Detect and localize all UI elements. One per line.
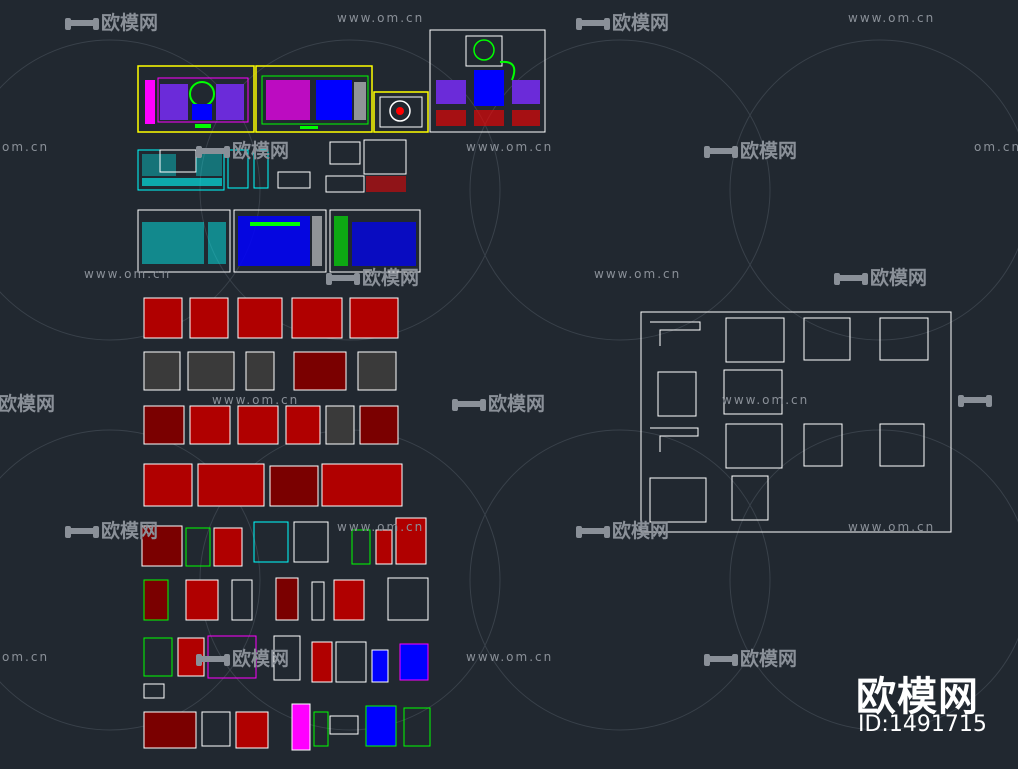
watermark-brand: 欧模网 (65, 8, 158, 35)
sofa-icon (196, 146, 230, 158)
watermark-brand: 欧模网 (704, 136, 797, 163)
watermark-brand: 欧模网 (576, 8, 669, 35)
sofa-icon (958, 395, 992, 407)
sofa-icon (326, 273, 360, 285)
watermark-site: om.cn (974, 140, 1018, 154)
watermark-site: www.om.cn (722, 393, 810, 407)
watermark-site: www.om.cn (466, 650, 554, 664)
watermark-site: www.om.cn (212, 393, 300, 407)
watermark-site: www.om.cn (337, 520, 425, 534)
brand-logo: 欧模网 (856, 674, 979, 720)
watermark-site: www.om.cn (337, 11, 425, 25)
watermark-brand: 欧模网 (196, 644, 289, 671)
sofa-icon (704, 654, 738, 666)
asset-id-label: ID:1491715 (858, 712, 987, 737)
watermark-site: www.om.cn (466, 140, 554, 154)
watermark-brand: 欧模网 (452, 389, 545, 416)
cabinet-sheet-row[interactable] (137, 209, 421, 273)
watermark-site: om.cn (2, 650, 50, 664)
watermark-brand: 欧模网 (576, 516, 669, 543)
watermark-brand: 欧模网 (326, 263, 419, 290)
sofa-icon (196, 654, 230, 666)
watermark-site: om.cn (2, 140, 50, 154)
sofa-icon (576, 526, 610, 538)
watermark-brand (958, 389, 994, 411)
watermark-brand: 欧模网 (0, 393, 56, 415)
sofa-icon (576, 18, 610, 30)
sofa-icon (65, 18, 99, 30)
watermark-brand: 欧模网 (704, 644, 797, 671)
sofa-icon (452, 399, 486, 411)
cyan-sheet-row[interactable] (137, 139, 407, 193)
sofa-icon (834, 273, 868, 285)
watermark-brand: 欧模网 (834, 263, 927, 290)
watermark-brand: 欧模网 (65, 516, 158, 543)
sofa-icon (65, 526, 99, 538)
red-elevation-grid[interactable] (143, 297, 403, 507)
sofa-icon (704, 146, 738, 158)
top-sheet-row[interactable] (137, 29, 546, 133)
watermark-site: www.om.cn (848, 11, 936, 25)
right-detail-sheet[interactable] (640, 311, 952, 533)
watermark-site: www.om.cn (594, 267, 682, 281)
wardrobe-elevation-rows[interactable] (141, 517, 431, 751)
watermark-site: www.om.cn (848, 520, 936, 534)
watermark-brand: 欧模网 (196, 136, 289, 163)
watermark-site: www.om.cn (84, 267, 172, 281)
